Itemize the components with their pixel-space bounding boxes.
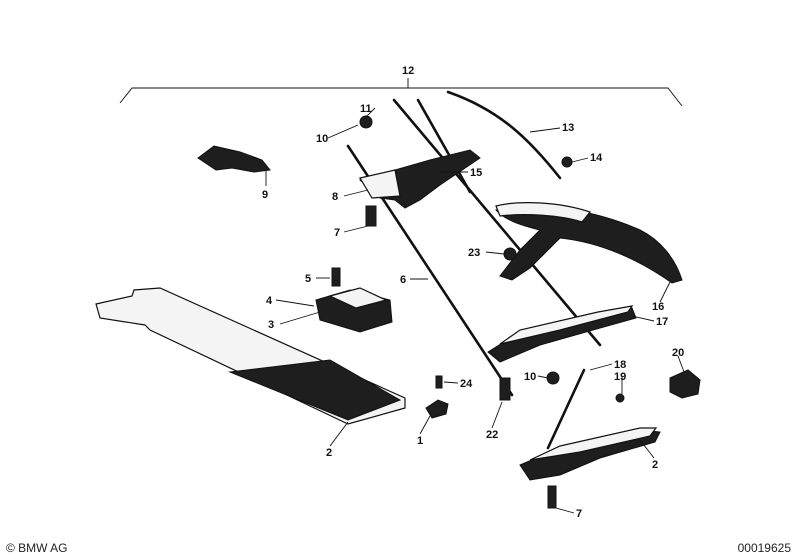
washer-14 bbox=[561, 156, 573, 168]
washer-19 bbox=[615, 393, 625, 403]
callout-10-upper: 10 bbox=[316, 133, 328, 145]
callout-4: 4 bbox=[266, 295, 273, 307]
link-18 bbox=[546, 368, 586, 450]
bolt-7-upper bbox=[365, 205, 377, 227]
callout-13: 13 bbox=[562, 122, 574, 134]
callout-9: 9 bbox=[262, 189, 268, 201]
callout-3: 3 bbox=[268, 319, 274, 331]
cable-13 bbox=[446, 90, 562, 180]
callout-6: 6 bbox=[400, 274, 406, 286]
callout-2-left: 2 bbox=[326, 447, 332, 459]
nut-23 bbox=[503, 247, 517, 261]
callout-11: 11 bbox=[360, 103, 372, 115]
callout-24: 24 bbox=[460, 378, 473, 390]
bolt-7-lower bbox=[547, 485, 557, 509]
callout-12: 12 bbox=[402, 65, 414, 77]
rod-upper-b bbox=[416, 98, 472, 194]
callout-7-upper: 7 bbox=[334, 227, 340, 239]
callout-7-lower: 7 bbox=[576, 508, 582, 520]
bolt-22 bbox=[499, 377, 511, 401]
cap-20 bbox=[669, 369, 701, 399]
group-bracket-12 bbox=[119, 87, 683, 107]
callout-15: 15 bbox=[470, 167, 482, 179]
callout-8: 8 bbox=[332, 191, 338, 203]
screw-5 bbox=[331, 267, 341, 287]
callout-16: 16 bbox=[652, 301, 664, 313]
callout-20: 20 bbox=[672, 347, 684, 359]
callout-22: 22 bbox=[486, 429, 498, 441]
diagram-code: 00019625 bbox=[737, 541, 791, 555]
callout-19: 19 bbox=[614, 371, 626, 383]
lever-16 bbox=[495, 205, 683, 284]
callout-5: 5 bbox=[305, 273, 311, 285]
callout-17: 17 bbox=[656, 316, 668, 328]
nut-10-lower bbox=[546, 371, 560, 385]
bracket-9 bbox=[197, 145, 271, 173]
clip-1 bbox=[425, 399, 449, 419]
screw-24 bbox=[435, 375, 443, 389]
callout-2-right: 2 bbox=[652, 459, 658, 471]
callout-23: 23 bbox=[468, 247, 480, 259]
copyright-brand: © BMW AG bbox=[6, 541, 68, 555]
callout-10-lower: 10 bbox=[524, 371, 536, 383]
rod-upper-a bbox=[392, 98, 602, 347]
callout-18: 18 bbox=[614, 359, 626, 371]
callout-14: 14 bbox=[590, 152, 603, 164]
nut-11 bbox=[359, 115, 373, 129]
callout-1: 1 bbox=[417, 435, 423, 447]
